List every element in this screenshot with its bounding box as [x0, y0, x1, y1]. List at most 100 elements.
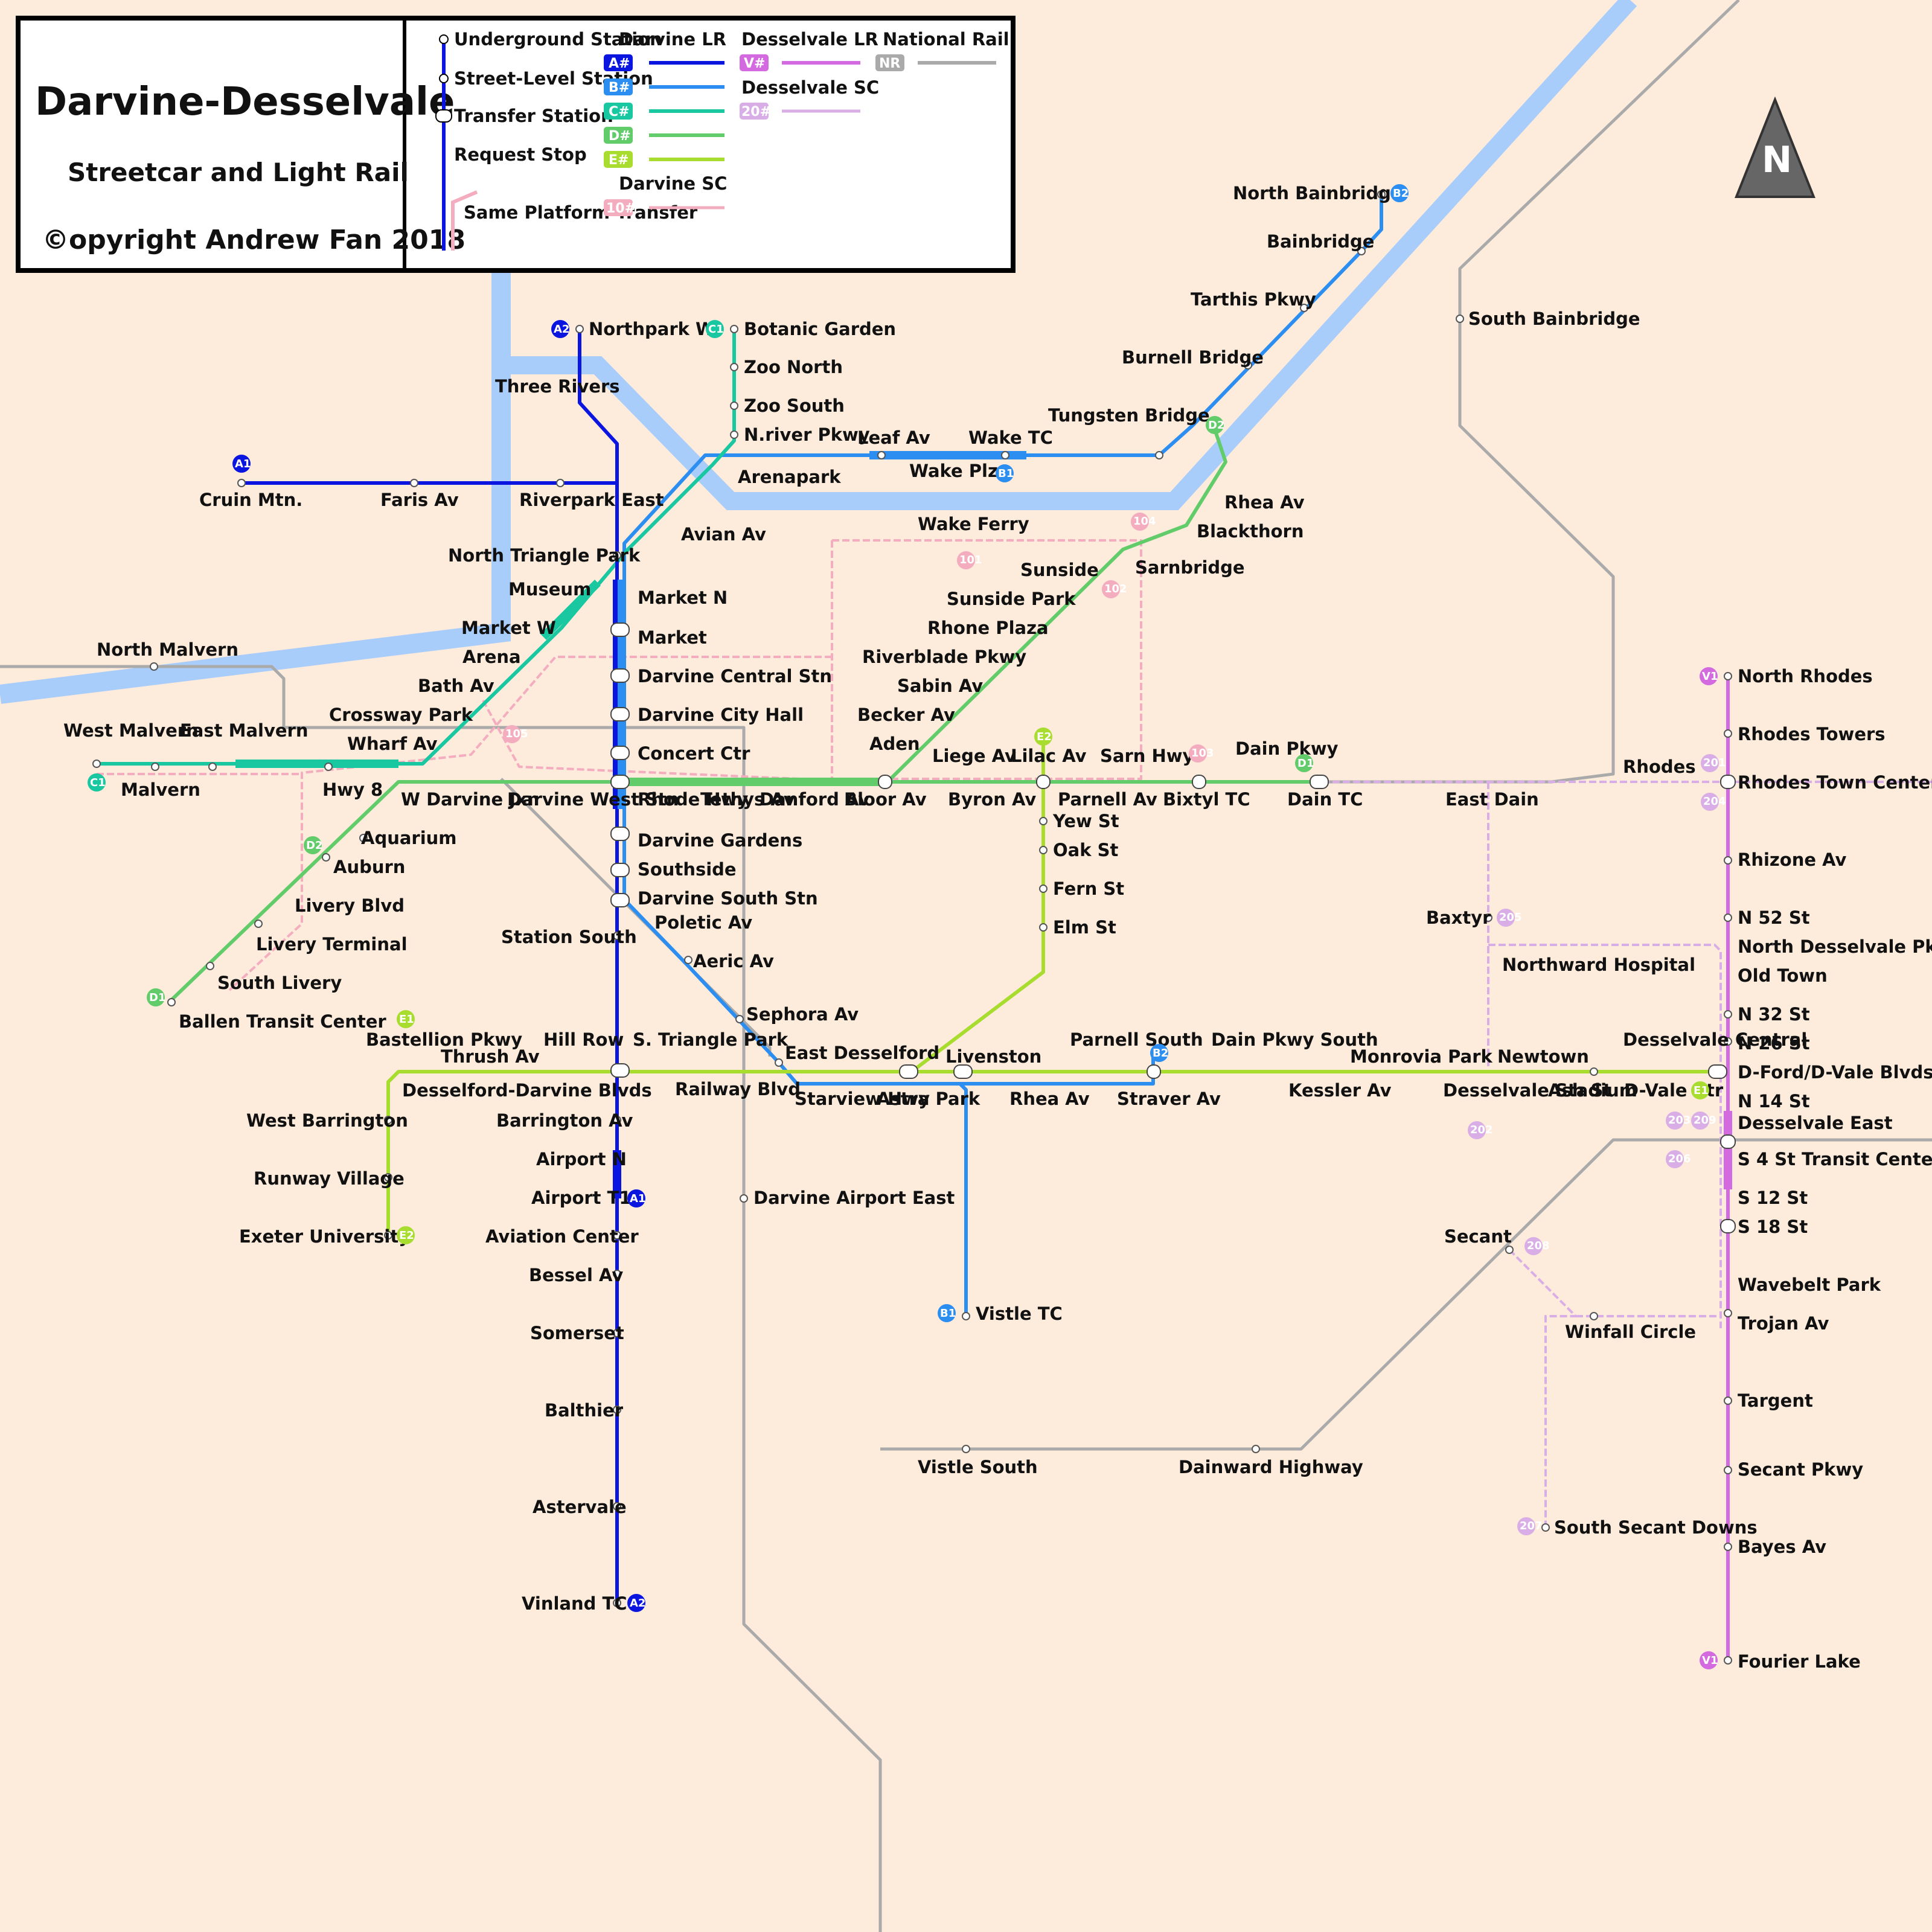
station-label[interactable]: Darvine Central Stn: [638, 666, 832, 686]
badge-d2-tungsten[interactable]: D2: [1206, 416, 1224, 434]
station-label[interactable]: N 26 St: [1738, 1033, 1810, 1054]
station-dot[interactable]: [325, 763, 332, 770]
station-dot[interactable]: [255, 920, 262, 927]
station-label[interactable]: Straver Av: [1117, 1089, 1221, 1109]
station-dot[interactable]: [1506, 1246, 1513, 1253]
station-label[interactable]: Concert Ctr: [638, 743, 750, 764]
station-dot[interactable]: [1156, 452, 1163, 459]
station-label[interactable]: Leaf Av: [857, 427, 930, 448]
station-label[interactable]: East Desselford: [785, 1043, 939, 1063]
station-dot[interactable]: [1040, 817, 1047, 825]
station-label[interactable]: Livenston: [945, 1046, 1041, 1067]
station-label[interactable]: Darvine Airport East: [753, 1188, 955, 1208]
transfer-capsule[interactable]: [1147, 1065, 1160, 1078]
station-dot[interactable]: [962, 1445, 970, 1453]
station-label[interactable]: Three Rivers: [495, 376, 620, 397]
station-label[interactable]: Fern St: [1053, 878, 1124, 899]
station-dot[interactable]: [1724, 1310, 1732, 1317]
station-label[interactable]: Balthier: [545, 1400, 624, 1421]
station-label[interactable]: Cruin Mtn.: [199, 490, 302, 510]
station-label[interactable]: Malvern: [121, 779, 200, 800]
transfer-capsule[interactable]: [611, 746, 629, 760]
station-label[interactable]: Wake Ferry: [918, 514, 1029, 534]
station-label[interactable]: Parnell South: [1070, 1029, 1203, 1050]
station-dot[interactable]: [1724, 730, 1732, 737]
station-label[interactable]: Rhodes: [1623, 756, 1696, 777]
station-label[interactable]: South Bainbridge: [1468, 309, 1640, 329]
station-label[interactable]: Sabin Av: [897, 676, 983, 696]
transfer-capsule[interactable]: [1709, 1065, 1727, 1078]
station-dot[interactable]: [238, 479, 245, 487]
transfer-capsule[interactable]: [1721, 775, 1735, 788]
station-label[interactable]: Monrovia Park: [1350, 1046, 1493, 1067]
station-dot[interactable]: [731, 363, 738, 371]
station-label[interactable]: Sunside Park: [947, 589, 1076, 609]
station-label[interactable]: Rhizone Av: [1738, 849, 1847, 870]
station-label[interactable]: Airport T1: [531, 1188, 632, 1208]
station-label[interactable]: Rhodes Town Center: [1738, 772, 1932, 793]
transfer-capsule[interactable]: [611, 827, 629, 840]
station-label[interactable]: Aquarium: [361, 828, 457, 848]
transfer-capsule[interactable]: [611, 669, 629, 682]
badge-b1-vistle[interactable]: B1: [938, 1304, 956, 1322]
station-label[interactable]: West Malvern: [63, 720, 199, 741]
station-label[interactable]: Station South: [501, 927, 637, 947]
station-label[interactable]: Bayes Av: [1738, 1537, 1826, 1557]
transfer-capsule[interactable]: [1310, 775, 1328, 788]
station-label[interactable]: Wavebelt Park: [1738, 1275, 1881, 1295]
station-label[interactable]: D-Ford/D-Vale Blvds: [1738, 1062, 1932, 1083]
badge-a2-vinland[interactable]: A2: [627, 1594, 645, 1612]
station-label[interactable]: Sarn Hwy: [1100, 746, 1194, 766]
station-label[interactable]: Desselford-Darvine Blvds: [402, 1080, 652, 1101]
station-dot[interactable]: [731, 402, 738, 409]
badge-d1-dain[interactable]: D1: [1295, 754, 1314, 772]
station-label[interactable]: Zoo North: [744, 357, 843, 377]
station-label[interactable]: South Secant Downs: [1554, 1517, 1758, 1538]
station-label[interactable]: Arena: [462, 647, 521, 667]
station-label[interactable]: Vistle TC: [976, 1303, 1063, 1324]
station-label[interactable]: Sarnbridge: [1135, 557, 1245, 578]
station-dot[interactable]: [1542, 1524, 1549, 1531]
station-dot[interactable]: [1040, 885, 1047, 892]
transfer-capsule[interactable]: [611, 623, 629, 636]
station-label[interactable]: Airport N: [536, 1149, 627, 1169]
station-label[interactable]: Tungsten Bridge: [1048, 405, 1210, 426]
station-label[interactable]: Secant Pkwy: [1738, 1459, 1863, 1480]
station-label[interactable]: Exeter University: [239, 1226, 410, 1247]
station-label[interactable]: N 32 St: [1738, 1004, 1810, 1025]
station-label[interactable]: Byron Av: [948, 789, 1036, 810]
station-label[interactable]: Blackthorn: [1197, 521, 1303, 542]
station-label[interactable]: Bloor Av: [844, 789, 927, 810]
transfer-capsule[interactable]: [1721, 1135, 1735, 1148]
station-dot[interactable]: [962, 1313, 970, 1320]
station-label[interactable]: Darvine West Stn: [507, 789, 679, 810]
badge-c1-botanic[interactable]: C1: [706, 320, 724, 338]
station-label[interactable]: Darvine Gardens: [638, 830, 802, 851]
station-label[interactable]: Museum: [508, 579, 591, 600]
station-label[interactable]: S 18 St: [1738, 1217, 1808, 1237]
badge-b2-parnell[interactable]: B2: [1150, 1044, 1168, 1062]
station-label[interactable]: Dain TC: [1287, 789, 1363, 810]
transfer-capsule[interactable]: [1037, 775, 1050, 788]
badge-e1-dvale[interactable]: E1: [1691, 1081, 1709, 1099]
badge-v1-north[interactable]: V1: [1700, 667, 1718, 685]
station-label[interactable]: Becker Av: [857, 705, 955, 725]
station-label[interactable]: Market N: [638, 587, 728, 608]
station-label[interactable]: Bainbridge: [1267, 231, 1374, 252]
station-dot[interactable]: [557, 479, 564, 487]
station-label[interactable]: S 12 St: [1738, 1188, 1808, 1208]
station-dot[interactable]: [685, 956, 692, 964]
station-label[interactable]: Railway Blvd: [675, 1079, 801, 1099]
station-label[interactable]: Market W: [461, 618, 556, 638]
station-label[interactable]: Kessler Av: [1288, 1080, 1392, 1101]
transfer-capsule[interactable]: [900, 1065, 918, 1078]
station-label[interactable]: Winfall Circle: [1565, 1322, 1696, 1342]
station-label[interactable]: East Dain: [1445, 789, 1539, 810]
transfer-capsule[interactable]: [1721, 1220, 1735, 1233]
station-dot[interactable]: [209, 763, 216, 770]
station-label[interactable]: Newtown: [1497, 1046, 1589, 1067]
transfer-capsule[interactable]: [954, 1065, 972, 1078]
station-label[interactable]: Oak St: [1053, 840, 1118, 860]
transfer-capsule[interactable]: [611, 863, 629, 877]
station-label[interactable]: Botanic Garden: [744, 319, 896, 339]
